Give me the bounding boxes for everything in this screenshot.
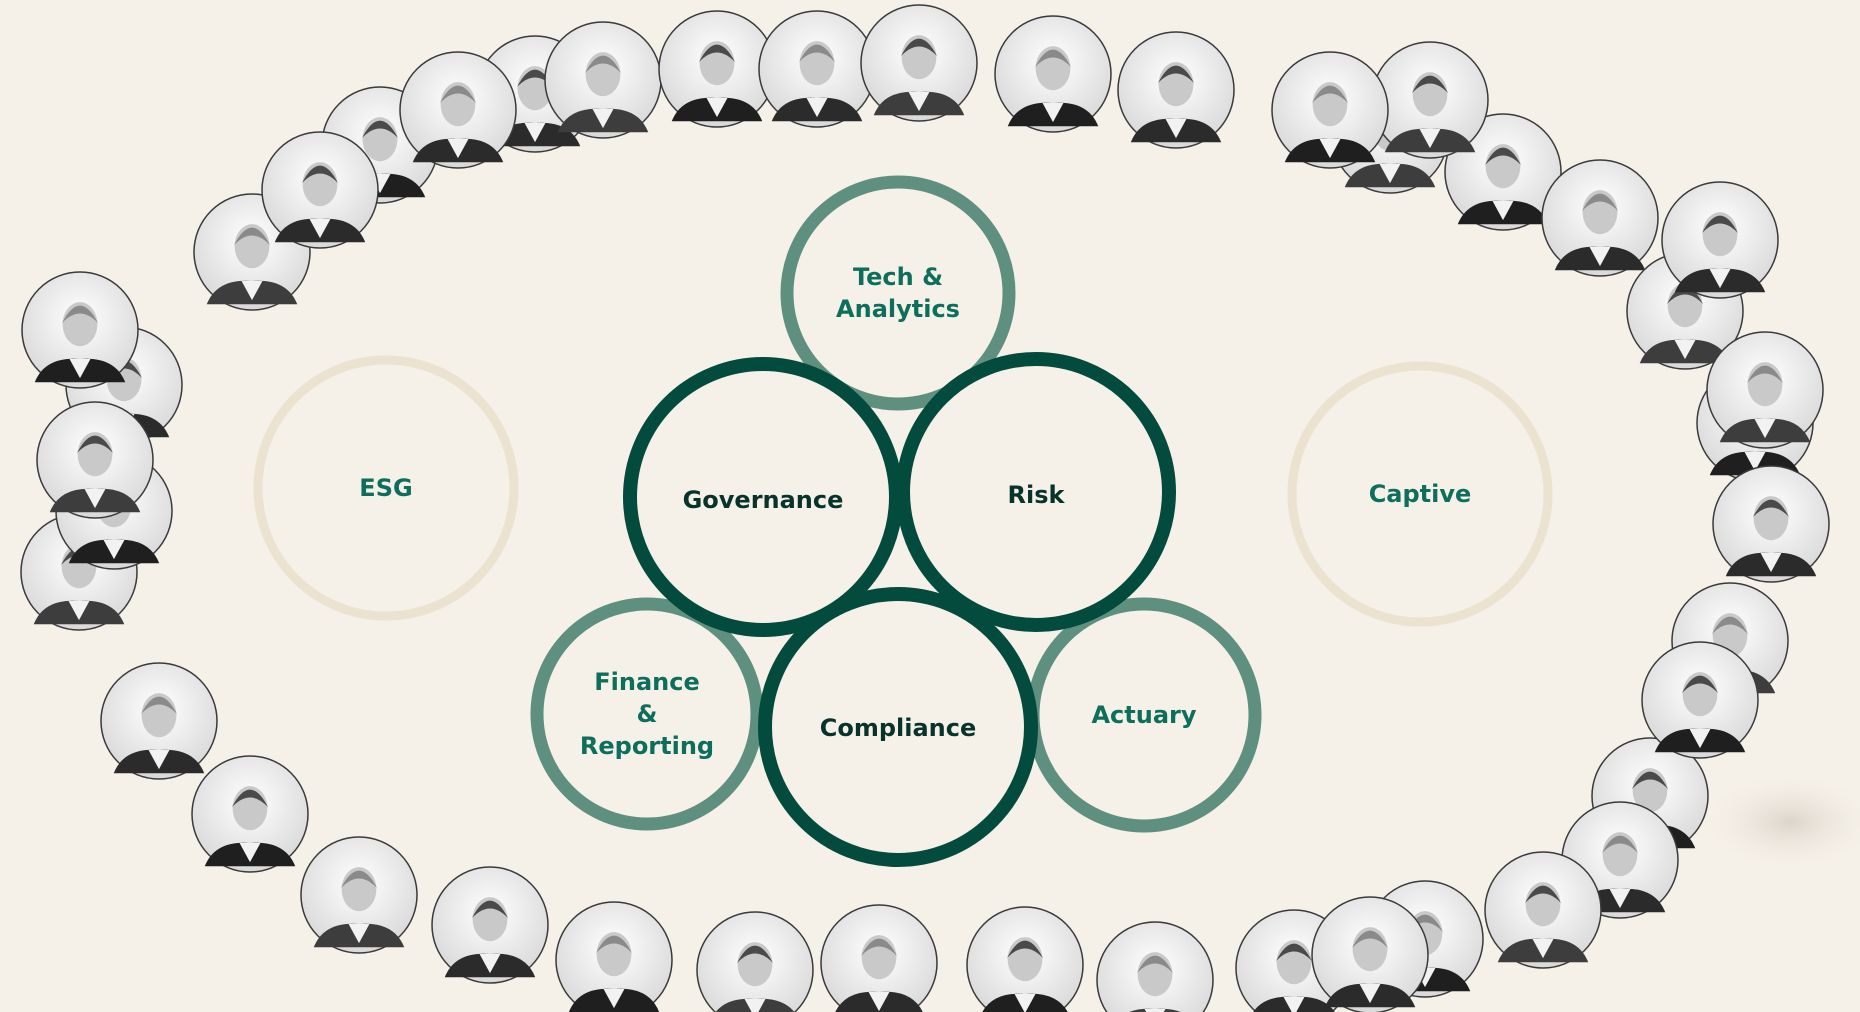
captive-circle bbox=[1287, 361, 1553, 627]
team-member-photo bbox=[758, 10, 876, 128]
finance-reporting-circle bbox=[530, 597, 764, 831]
team-member-photo bbox=[191, 755, 309, 873]
team-member-photo bbox=[1541, 159, 1659, 277]
risk-label: Risk bbox=[1008, 481, 1066, 509]
team-member-photo bbox=[399, 51, 517, 169]
team-member-photo bbox=[555, 901, 673, 1012]
team-member-photo bbox=[1311, 896, 1429, 1012]
tech-analytics-label: Tech &Analytics bbox=[836, 263, 960, 323]
captive-label: Captive bbox=[1369, 480, 1472, 508]
tech-analytics-circle bbox=[780, 175, 1016, 411]
compliance-circle bbox=[758, 587, 1038, 867]
actuary-label: Actuary bbox=[1091, 701, 1196, 729]
risk-circle bbox=[896, 352, 1176, 632]
team-member-photo bbox=[1096, 921, 1214, 1012]
team-member-photo bbox=[966, 906, 1084, 1012]
compliance-label: Compliance bbox=[820, 714, 977, 742]
team-member-photo bbox=[1484, 851, 1602, 969]
finance-reporting-label: Finance&Reporting bbox=[580, 668, 714, 760]
esg-label: ESG bbox=[359, 474, 412, 502]
team-member-photo bbox=[300, 836, 418, 954]
team-member-photo bbox=[820, 904, 938, 1012]
team-member-photo bbox=[1641, 641, 1759, 759]
team-member-photo bbox=[1117, 31, 1235, 149]
soft-shadow bbox=[1700, 772, 1860, 872]
team-member-photo bbox=[1661, 181, 1779, 299]
team-member-photo bbox=[1371, 41, 1489, 159]
governance-label: Governance bbox=[683, 486, 844, 514]
team-member-photo bbox=[100, 662, 218, 780]
team-member-photo bbox=[1271, 51, 1389, 169]
team-member-photo bbox=[261, 131, 379, 249]
team-member-photo bbox=[658, 10, 776, 128]
team-member-photo bbox=[1444, 113, 1562, 231]
team-member-photo bbox=[431, 866, 549, 984]
team-photo-ring bbox=[20, 4, 1830, 1012]
team-member-photo bbox=[696, 911, 814, 1012]
esg-circle bbox=[253, 355, 519, 621]
team-member-photo bbox=[1706, 331, 1824, 449]
team-member-photo bbox=[36, 401, 154, 519]
team-member-photo bbox=[1712, 465, 1830, 583]
team-member-photo bbox=[994, 15, 1112, 133]
team-member-photo bbox=[21, 271, 139, 389]
team-member-photo bbox=[544, 21, 662, 139]
governance-circle bbox=[623, 357, 903, 637]
team-member-photo bbox=[860, 4, 978, 122]
